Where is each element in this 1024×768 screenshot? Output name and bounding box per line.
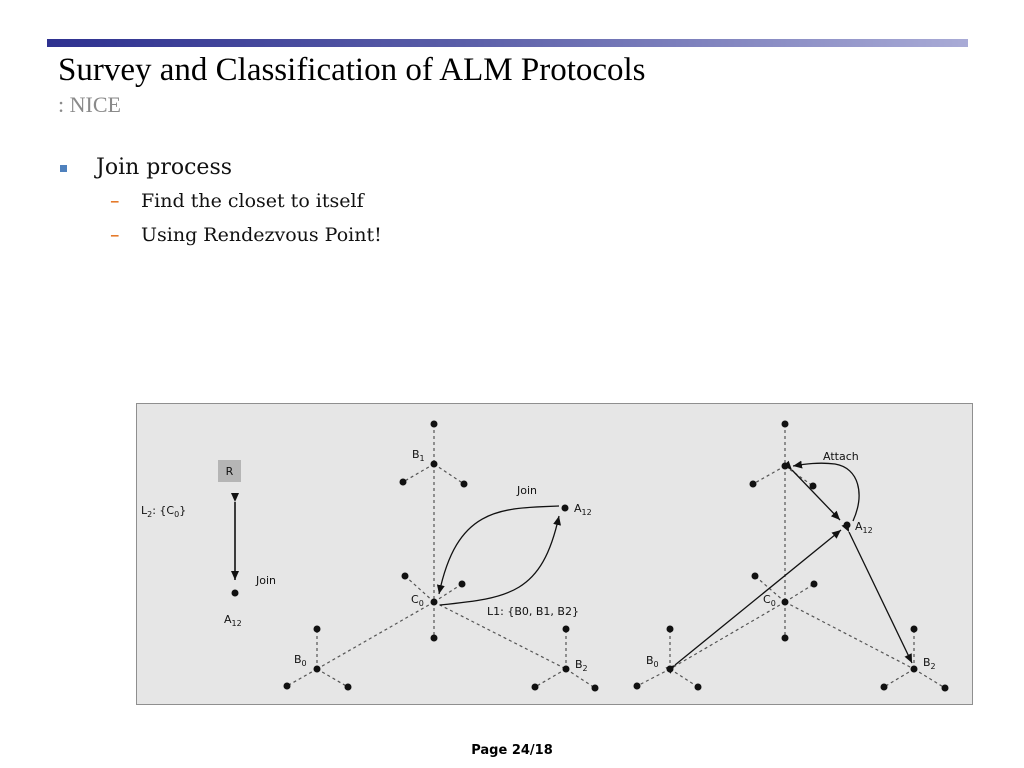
rendezvous-label: R: [226, 465, 234, 478]
dash-bullet-icon: –: [110, 190, 120, 212]
join-label: Join: [516, 484, 537, 497]
left-panel: R L2: {C0} Join A12: [141, 460, 276, 628]
new-node-label: A12: [224, 613, 242, 628]
rendezvous-point-box: [218, 460, 241, 482]
b2-label: B2: [575, 658, 588, 673]
square-bullet-icon: [60, 165, 67, 172]
join-label: Join: [255, 574, 276, 587]
b0-label: B0: [646, 654, 659, 669]
new-node-dot: [231, 589, 239, 597]
page-number: Page 24/18: [471, 743, 553, 758]
b0-label: B0: [294, 653, 307, 668]
diagram-canvas: R L2: {C0} Join A12: [141, 420, 949, 692]
subbullet-text: Using Rendezvous Point!: [141, 224, 382, 246]
attach-label: Attach: [823, 450, 859, 463]
nice-join-diagram: R L2: {C0} Join A12: [136, 403, 973, 705]
subbullet-text: Find the closet to itself: [141, 190, 364, 212]
attach-arrows: [665, 460, 913, 674]
title-accent-bar: [47, 39, 968, 47]
b1-label: B1: [412, 448, 425, 463]
a12-label: A12: [574, 502, 592, 517]
bullet-text: Join process: [96, 155, 233, 180]
middle-nodes: [283, 420, 599, 692]
layer2-label: L2: {C0}: [141, 504, 186, 519]
layer1-list-label: L1: {B0, B1, B2}: [487, 605, 579, 618]
right-panel: Attach A12 C0 B0 B2: [633, 420, 949, 692]
middle-panel: B1 A12 Join C0 L1: {B0, B1, B2} B0 B2: [283, 420, 599, 692]
right-dashed-links: [636, 424, 946, 689]
middle-dashed-links: [286, 424, 596, 689]
c0-label: C0: [411, 593, 424, 608]
join-response-arrow: [439, 515, 561, 606]
slide-subtitle: : NICE: [58, 92, 121, 117]
join-request-arrow: [436, 505, 560, 595]
a12-label: A12: [855, 520, 873, 535]
right-nodes: [633, 420, 949, 692]
slide-title: Survey and Classification of ALM Protoco…: [58, 52, 646, 88]
c0-label: C0: [763, 593, 776, 608]
dash-bullet-icon: –: [110, 224, 120, 246]
b2-label: B2: [923, 656, 936, 671]
